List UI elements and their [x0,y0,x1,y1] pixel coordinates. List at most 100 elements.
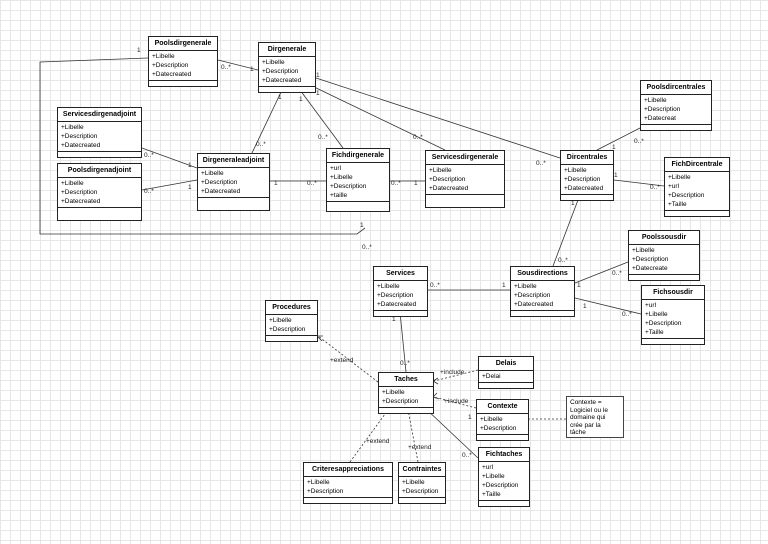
assoc-dircentrales-sousdirections [552,199,579,267]
multiplicity-label: 1 [612,144,616,151]
attribute: +Libelle [269,317,292,324]
class-name: Poolsdirgenerale [149,37,217,51]
multiplicity-label: 0..* [391,180,401,187]
multiplicity-label: 1 [188,184,192,191]
attribute: +Description [429,176,466,183]
class-services[interactable]: Services +Libelle+Description+Datecreate… [373,266,428,317]
class-dirgenerale[interactable]: Dirgenerale +Libelle+Description+Datecre… [258,42,316,93]
class-fichdirgenerale[interactable]: Fichdirgenerale +url+Libelle+Description… [326,148,390,212]
class-name: Dircentrales [561,151,613,165]
multiplicity-label: 0..* [413,134,423,141]
class-fichsousdir[interactable]: Fichsousdir +url+Libelle+Description+Tai… [641,285,705,345]
class-poolsdirgenadjoint[interactable]: Poolsdirgenadjoint +Libelle+Description+… [57,163,142,221]
class-name: Contraintes [399,463,445,477]
extend-criteres-taches [349,409,389,463]
assoc-dirgenerale-servicesdirgenerale [309,84,446,151]
attribute: +Libelle [480,416,503,423]
attribute: +Libelle [429,167,452,174]
attribute: +Datecreate [632,265,668,272]
assoc-poolsdirgenerale-fichdirgenerale [39,57,366,235]
attribute: +Datecreat [644,115,676,122]
attribute: +Libelle [632,247,655,254]
attribute: +Description [152,62,189,69]
class-name: Fichdirgenerale [327,149,389,163]
attribute: +Description [330,183,367,190]
multiplicity-label: 1 [583,303,587,310]
class-servicesdirgenadjoint[interactable]: Servicesdirgenadjoint +Libelle+Descripti… [57,107,142,158]
class-name: Poolsdircentrales [641,81,711,95]
class-name: Procedures [266,301,317,315]
class-contraintes[interactable]: Contraintes +Libelle+Description [398,462,446,504]
class-name: Contexte [477,400,528,414]
attribute: +Taille [668,201,687,208]
class-contexte[interactable]: Contexte +Libelle+Description [476,399,529,441]
class-poolssousdir[interactable]: Poolssousdir +Libelle +Description +Datecr… [628,230,700,281]
class-name: Sousdirections [511,267,574,281]
attribute: +Description [564,176,601,183]
class-name: FichDircentrale [665,158,729,172]
assoc-dirgenerale-dircentrales [315,77,561,159]
multiplicity-label: 1 [392,316,396,323]
attribute: +Libelle [402,479,425,486]
attribute: +Taille [482,491,501,498]
multiplicity-label: 0..* [144,152,154,159]
extend-contraintes-taches [407,409,419,463]
class-dirgeneraleadjoint[interactable]: Dirgeneraleadjoint +Libelle+Description+… [197,153,270,211]
multiplicity-label: 0..* [400,360,410,367]
assoc-poolsdirgenerale-dirgenerale [217,59,259,71]
class-fichdircentrale[interactable]: FichDircentrale +Libelle+url+Description… [664,157,730,217]
multiplicity-label: 0..* [221,64,231,71]
attribute: +Libelle [152,53,175,60]
attribute: +Libelle [262,59,285,66]
class-poolsdircentrales[interactable]: Poolsdircentrales +Libelle +Description +D… [640,80,712,131]
assoc-taches-fichtaches [424,407,479,459]
attribute: +Libelle [61,180,84,187]
extend-taches-procedures [317,335,379,383]
extend-label: +extend [366,438,390,445]
assoc-sousdirections-poolssousdir [574,261,629,284]
attribute: +Libelle [644,97,667,104]
class-name: Dirgenerale [259,43,315,57]
include-taches-contexte [433,396,477,409]
multiplicity-label: 1 [274,180,278,187]
class-poolsdirgenerale[interactable]: Poolsdirgenerale +Libelle+Description+Da… [148,36,218,87]
extend-label: +extend [408,444,432,451]
assoc-services-taches [399,311,407,373]
multiplicity-label: 0..* [362,244,372,251]
assoc-poolsdirgenadjoint-dirgeneraleadjoint [141,179,198,191]
multiplicity-label: 0..* [612,270,622,277]
assoc-dircentrales-poolsdircentrales [596,127,641,151]
attribute: +Datecreated [61,142,101,149]
multiplicity-label: 0..* [430,282,440,289]
class-fichtaches[interactable]: Fichtaches +url+Libelle+Description+Tail… [478,447,530,507]
multiplicity-label: 1 [414,180,418,187]
class-delais[interactable]: Delais +Delai [478,356,534,389]
attribute: +Delai [482,373,501,380]
class-name: Taches [379,373,433,387]
class-taches[interactable]: Taches +Libelle+Description [378,372,434,414]
multiplicity-label: 0..* [558,257,568,264]
class-sousdirections[interactable]: Sousdirections +Libelle+Description+Date… [510,266,575,317]
multiplicity-label: 0..* [536,160,546,167]
attribute: +Description [262,68,299,75]
attribute: +Description [668,192,705,199]
multiplicity-label: 1 [360,222,364,229]
attribute: +Libelle [514,283,537,290]
class-servicesdirgenerale[interactable]: Servicesdirgenerale +Libelle+Description… [425,150,505,208]
attribute: +Description [644,106,681,113]
class-criteresappreciations[interactable]: Criteresappreciations +Libelle+Descripti… [303,462,393,504]
class-procedures[interactable]: Procedures +Libelle+Description [265,300,318,342]
attribute: +Libelle [377,283,400,290]
attribute: +Description [632,256,669,263]
class-name: Poolssousdir [629,231,699,245]
attribute: +Libelle [382,389,405,396]
multiplicity-label: 0..* [307,180,317,187]
extend-label: +extend [330,357,354,364]
class-dircentrales[interactable]: Dircentrales +Libelle+Description+Datecr… [560,150,614,201]
assoc-dircentrales-fichdircentrale [613,179,665,187]
class-name: Fichsousdir [642,286,704,300]
multiplicity-label: 0..* [144,188,154,195]
multiplicity-label: 1 [299,96,303,103]
include-label: +include [440,369,465,376]
